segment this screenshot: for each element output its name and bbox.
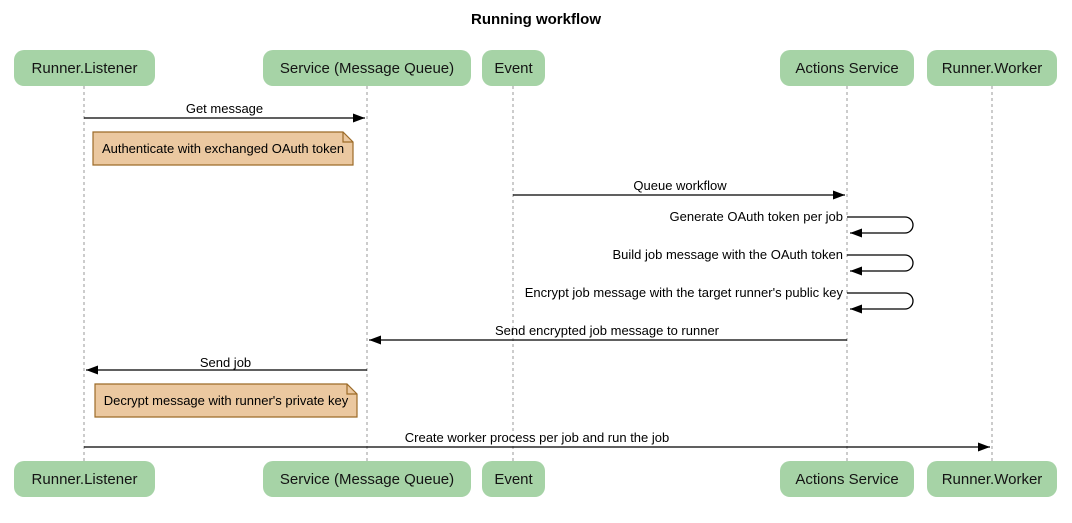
note-decrypt-shape [94,383,358,418]
participant-runner-listener-top: Runner.Listener [14,50,155,86]
arrow-generate-oauth-token-self-loop [847,216,914,238]
note-authenticate-fold [342,132,353,143]
participant-actions-service-bottom: Actions Service [780,461,914,497]
message-label-send-encrypted-job-message: Send encrypted job message to runner [494,323,720,338]
message-label-encrypt-job-message: Encrypt job message with the target runn… [524,285,843,300]
message-label-generate-oauth-token: Generate OAuth token per job [669,209,843,224]
participant-event-bottom: Event [482,461,545,497]
message-label-create-worker-process: Create worker process per job and run th… [404,430,670,445]
message-label-build-job-message: Build job message with the OAuth token [612,247,843,262]
note-authenticate-shape [92,131,354,166]
participant-event-top: Event [482,50,545,86]
participant-runner-listener-bottom: Runner.Listener [14,461,155,497]
participant-service-message-queue-top: Service (Message Queue) [263,50,471,86]
arrow-encrypt-job-message-self-loop [847,292,914,314]
message-label-get-message: Get message [185,101,264,116]
note-decrypt-text: Decrypt message with runner's private ke… [103,393,349,408]
message-label-send-job: Send job [199,355,252,370]
participant-actions-service-top: Actions Service [780,50,914,86]
message-label-queue-workflow: Queue workflow [633,178,727,193]
participant-runner-worker-top: Runner.Worker [927,50,1057,86]
note-authenticate-text: Authenticate with exchanged OAuth token [101,141,345,156]
participant-runner-worker-bottom: Runner.Worker [927,461,1057,497]
participant-service-message-queue-bottom: Service (Message Queue) [263,461,471,497]
diagram-title: Running workflow [471,11,601,28]
note-decrypt-fold [346,384,357,395]
arrow-build-job-message-self-loop [847,254,914,276]
